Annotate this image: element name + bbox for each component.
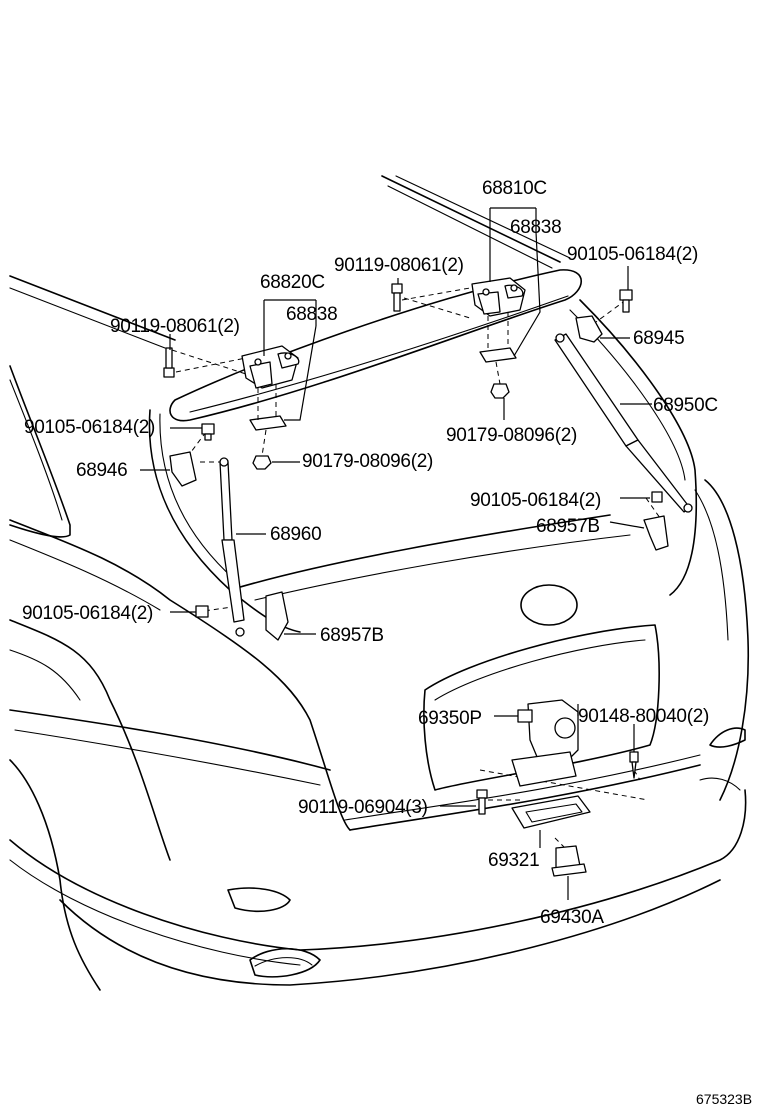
bolt-icon-90105-right [651, 491, 663, 503]
bracket-68957B-left [265, 591, 289, 641]
label-90148: 90148-80040(2) [578, 706, 709, 727]
bracket-68946 [169, 451, 197, 487]
label-68810C: 68810C [482, 178, 547, 199]
shim-68838-right [479, 347, 517, 363]
bolt-icon-90119-center [391, 283, 403, 312]
handle-69321 [511, 795, 591, 829]
label-69321: 69321 [488, 850, 539, 871]
nut-icon-90179-right [490, 383, 510, 399]
label-90119-bottom: 90119-06904(3) [298, 797, 428, 818]
gas-strut-68960 [219, 457, 245, 637]
label-68960: 68960 [270, 524, 321, 545]
label-90105-right: 90105-06184(2) [470, 490, 601, 511]
label-69430A: 69430A [540, 907, 604, 928]
label-68945: 68945 [633, 328, 684, 349]
vehicle-body-outline [9, 175, 750, 991]
lock-assembly-69350P [511, 699, 579, 787]
label-69350P: 69350P [418, 708, 482, 729]
label-68950C: 68950C [653, 395, 718, 416]
label-90105-topright: 90105-06184(2) [567, 244, 698, 265]
label-90119-left: 90119-08061(2) [110, 316, 240, 337]
bracket-68945 [575, 315, 603, 343]
bolt-icon-90119-left [163, 347, 175, 378]
nut-icon-90179-center [252, 455, 272, 470]
gas-strut-68950C [554, 333, 693, 513]
label-90179-center: 90179-08096(2) [302, 451, 433, 472]
label-68957B-right: 68957B [536, 516, 600, 537]
label-90119-center: 90119-08061(2) [334, 255, 464, 276]
label-90179-right: 90179-08096(2) [446, 425, 577, 446]
label-90105-bottomleft: 90105-06184(2) [22, 603, 153, 624]
diagram-reference-number: 675323B [696, 1091, 752, 1107]
label-90105-left: 90105-06184(2) [24, 417, 155, 438]
switch-69430A [551, 845, 587, 877]
bolt-icon-90105-left [201, 423, 215, 441]
label-68838-right: 68838 [510, 217, 561, 238]
hinge-left-68820C [241, 345, 300, 389]
shim-68838-left [249, 415, 287, 431]
bracket-68957B-right [643, 515, 669, 551]
part-labels: 68810C 68838 90105-06184(2) 90119-08061(… [22, 178, 718, 928]
label-68838-left: 68838 [286, 304, 337, 325]
label-68946: 68946 [76, 460, 127, 481]
hinge-right-68810C [471, 277, 526, 317]
label-68820C: 68820C [260, 272, 325, 293]
label-68957B-left: 68957B [320, 625, 384, 646]
bolt-icon-90119-bottom [476, 789, 488, 815]
leader-lines [140, 207, 652, 900]
bolt-icon-90105-topright [619, 289, 633, 313]
bolt-icon-90105-bottomleft [195, 605, 209, 618]
